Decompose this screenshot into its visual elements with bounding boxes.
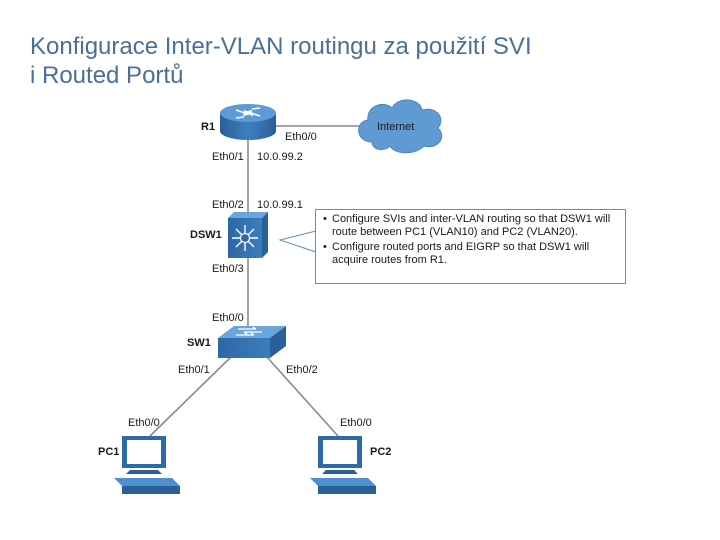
pc-icon [114, 436, 180, 494]
multilayer-switch-icon [228, 212, 268, 258]
link-sw1-pc1 [149, 355, 233, 437]
r1-eth01-label: Eth0/1 [212, 151, 244, 163]
r1-eth00-label: Eth0/0 [285, 131, 317, 143]
pc1-eth00-label: Eth0/0 [128, 417, 160, 429]
sw1-eth02-label: Eth0/2 [286, 364, 318, 376]
sw1-eth00-label: Eth0/0 [212, 312, 244, 324]
link-sw1-pc2 [265, 355, 339, 437]
callout-item: Configure SVIs and inter-VLAN routing so… [323, 213, 619, 239]
page-title-line-2: i Routed Portů [30, 62, 184, 89]
callout-list: Configure SVIs and inter-VLAN routing so… [322, 213, 619, 267]
dsw1-ip-label: 10.0.99.1 [257, 199, 303, 211]
router-icon [220, 104, 276, 140]
pc2-label: PC2 [370, 446, 391, 458]
sw1-label: SW1 [187, 337, 211, 349]
pc1-label: PC1 [98, 446, 119, 458]
dsw1-eth03-label: Eth0/3 [212, 263, 244, 275]
configuration-callout: Configure SVIs and inter-VLAN routing so… [315, 209, 626, 284]
links [149, 125, 360, 437]
callout-item: Configure routed ports and EIGRP so that… [323, 241, 619, 267]
page-title: Konfigurace Inter-VLAN routingu za použi… [30, 32, 700, 90]
switch-icon [218, 326, 286, 358]
dsw1-eth02-label: Eth0/2 [212, 199, 244, 211]
callout-pointer [278, 230, 317, 253]
sw1-eth01-label: Eth0/1 [178, 364, 210, 376]
r1-label: R1 [201, 121, 215, 133]
internet-label: Internet [377, 121, 414, 133]
page-title-line-1: Konfigurace Inter-VLAN routingu za použi… [30, 33, 532, 60]
cloud-icon [358, 99, 443, 154]
r1-ip-label: 10.0.99.2 [257, 151, 303, 163]
pc-icon [310, 436, 376, 494]
pc2-eth00-label: Eth0/0 [340, 417, 372, 429]
dsw1-label: DSW1 [190, 229, 222, 241]
